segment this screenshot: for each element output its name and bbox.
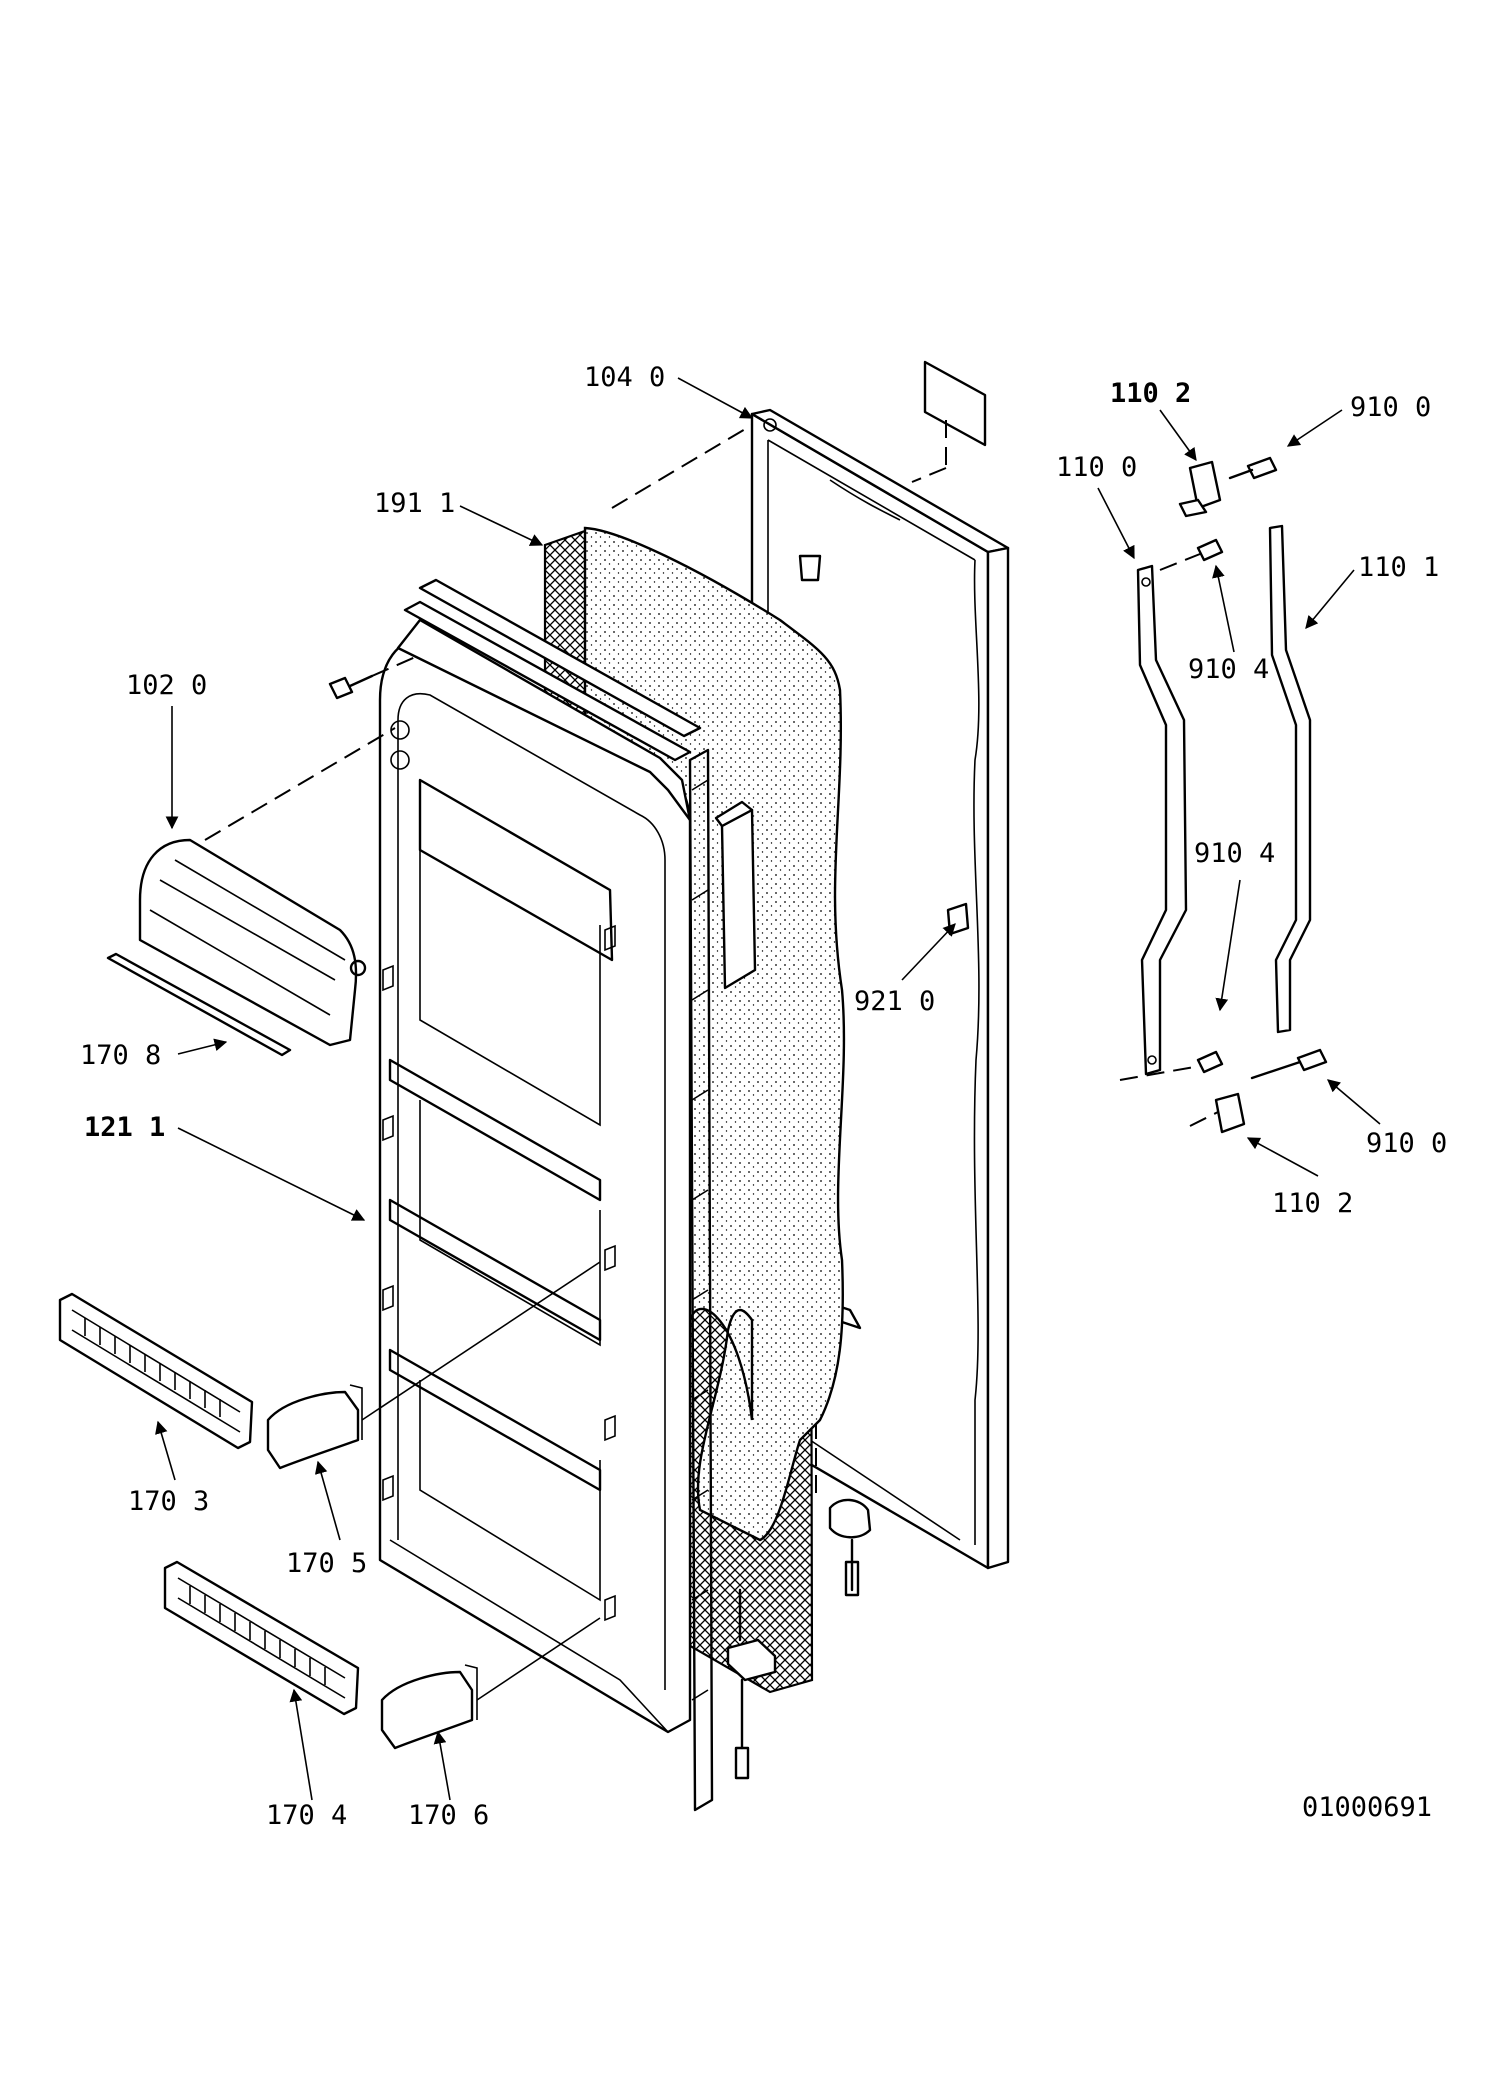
callout-handle-cap-top: 110 2 — [1110, 378, 1191, 409]
callout-trim-strip-top: 170 8 — [80, 1040, 161, 1071]
leader-arrows — [155, 377, 1381, 1801]
callout-handle: 110 0 — [1056, 452, 1137, 483]
callout-handle-trim: 110 1 — [1358, 552, 1439, 583]
callout-screw-lower: 910 4 — [1194, 838, 1275, 869]
callout-cover: 102 0 — [126, 670, 207, 701]
bottom-hardware-drawing — [726, 1588, 777, 1780]
callout-shelf-rail-upper: 170 3 — [128, 1486, 209, 1517]
callout-hinge-bracket: 921 0 — [854, 986, 935, 1017]
callout-labels: 104 0 191 1 102 0 170 8 121 1 170 3 170 … — [80, 362, 1447, 1831]
callout-screw-top: 910 0 — [1350, 392, 1431, 423]
callout-inner-liner: 121 1 — [84, 1112, 165, 1143]
callout-gasket: 191 1 — [374, 488, 455, 519]
callout-shelf-bracket-lower: 170 6 — [408, 1800, 489, 1831]
handle-assembly-drawing — [1119, 456, 1328, 1134]
callout-shelf-bracket-upper: 170 5 — [286, 1548, 367, 1579]
callout-door-outer-panel: 104 0 — [584, 362, 665, 393]
callout-shelf-rail-lower: 170 4 — [266, 1800, 347, 1831]
callout-screw-bottom: 910 0 — [1366, 1128, 1447, 1159]
inner-liner-drawing — [328, 578, 714, 1812]
callout-screw-upper: 910 4 — [1188, 654, 1269, 685]
shelf-parts-drawing — [58, 1261, 601, 1750]
callout-handle-cap-bottom: 110 2 — [1272, 1188, 1353, 1219]
cover-drawing — [106, 727, 396, 1057]
diagram-id: 01000691 — [1302, 1792, 1432, 1823]
